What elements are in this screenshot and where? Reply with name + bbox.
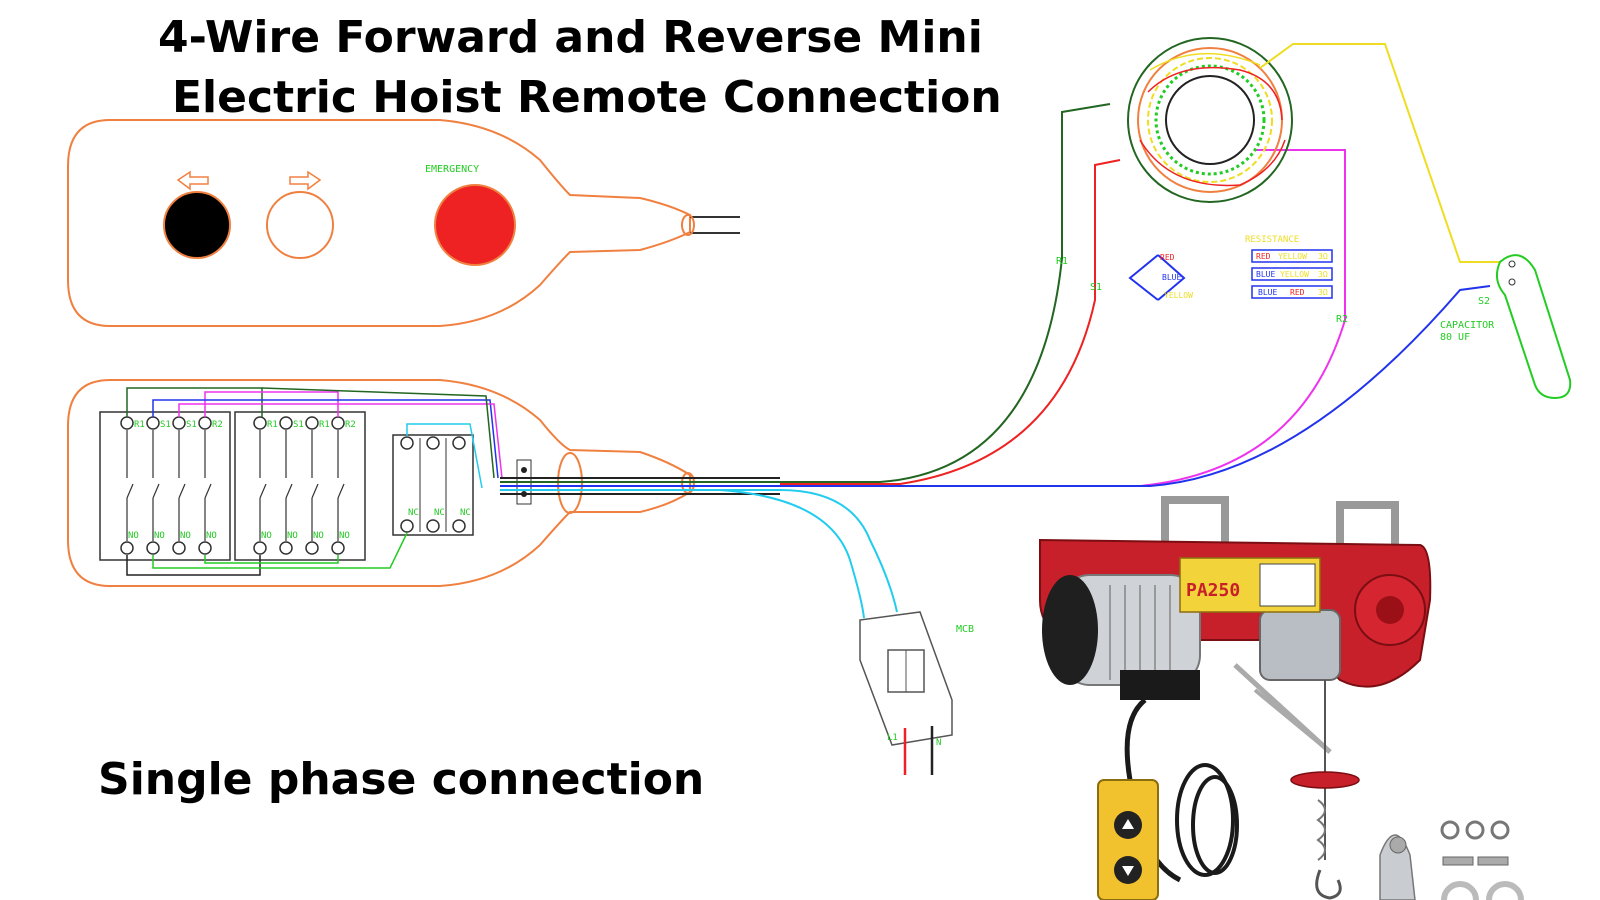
svg-text:BLUE: BLUE [1162,273,1181,282]
svg-text:S1: S1 [186,420,197,430]
emergency-label: EMERGENCY [425,164,479,175]
svg-text:3Ω: 3Ω [1318,288,1328,297]
svg-text:80 UF: 80 UF [1440,332,1470,343]
hoist-illustration: PA250 [1039,496,1524,900]
terminal-labels-bottom: NO NO NO NO NO NO NO NO NC NC NC [128,508,471,541]
svg-text:R1: R1 [134,420,145,430]
accessories [1379,820,1524,900]
svg-text:NO: NO [180,531,191,541]
svg-text:R1: R1 [319,420,330,430]
svg-text:YELLOW: YELLOW [1280,270,1309,279]
svg-text:BLUE: BLUE [1258,288,1277,297]
svg-text:3Ω: 3Ω [1318,270,1328,279]
svg-text:NO: NO [128,531,139,541]
svg-text:RED: RED [1160,253,1175,262]
svg-text:NO: NO [261,531,272,541]
svg-text:BLUE: BLUE [1256,270,1275,279]
svg-text:RED: RED [1290,288,1305,297]
svg-text:CAPACITOR: CAPACITOR [1440,320,1495,331]
emergency-button[interactable] [434,184,516,266]
up-button[interactable] [163,191,231,259]
svg-text:S1: S1 [293,420,304,430]
svg-text:YELLOW: YELLOW [1164,291,1193,300]
svg-text:NO: NO [154,531,165,541]
svg-text:R1: R1 [1056,256,1068,267]
hoist-brand-label: PA250 [1186,580,1240,601]
svg-text:3Ω: 3Ω [1318,252,1328,261]
svg-text:NC: NC [434,508,445,518]
svg-text:NO: NO [339,531,350,541]
svg-text:R2: R2 [212,420,223,430]
svg-text:RED: RED [1256,252,1271,261]
motor-labels: R1 S1 R2 S2 CAPACITOR 80 UF [1056,256,1495,343]
title-line-1: 4-Wire Forward and Reverse Mini [158,12,983,63]
svg-text:NO: NO [287,531,298,541]
mcb-breaker: MCB L1 N [859,611,974,775]
remote-pendant: EMERGENCY [67,119,740,327]
svg-text:RESISTANCE: RESISTANCE [1245,235,1299,245]
svg-text:R2: R2 [345,420,356,430]
subtitle: Single phase connection [98,754,705,805]
svg-text:S2: S2 [1478,296,1490,307]
left-arrow-icon [176,170,209,191]
winding-diagram: RED BLUE YELLOW [1128,253,1193,301]
down-button[interactable] [266,191,334,259]
down-arrow-icon [1122,866,1134,876]
svg-text:L1: L1 [887,733,898,743]
switch-terminals-bottom [120,519,466,555]
switch-contacts [126,430,345,541]
svg-text:R2: R2 [1336,314,1348,325]
capacitor [1495,254,1572,400]
up-arrow-icon [1122,819,1134,829]
svg-text:S1: S1 [1090,282,1102,293]
yellow-wire [1259,43,1500,263]
svg-text:R1: R1 [267,420,278,430]
terminal-labels-top: R1 S1 S1 R2 R1 S1 R1 R2 [134,420,356,430]
svg-text:NO: NO [313,531,324,541]
motor-stator [1127,37,1293,203]
switch-box: R1 S1 S1 R2 R1 S1 R1 R2 NO NO NO NO NO N… [67,379,695,587]
right-arrow-icon [289,170,322,191]
cable-bundle [500,103,1491,619]
svg-text:S1: S1 [160,420,171,430]
title-line-2: Electric Hoist Remote Connection [172,72,1002,123]
svg-text:NC: NC [408,508,419,518]
svg-text:NC: NC [460,508,471,518]
svg-text:N: N [936,738,941,748]
svg-text:MCB: MCB [956,624,974,635]
svg-text:YELLOW: YELLOW [1278,252,1307,261]
resistance-table: RESISTANCE RED YELLOW 3Ω BLUE YELLOW 3Ω … [1245,235,1333,299]
hoist-pendant [1097,779,1159,900]
svg-text:NO: NO [206,531,217,541]
